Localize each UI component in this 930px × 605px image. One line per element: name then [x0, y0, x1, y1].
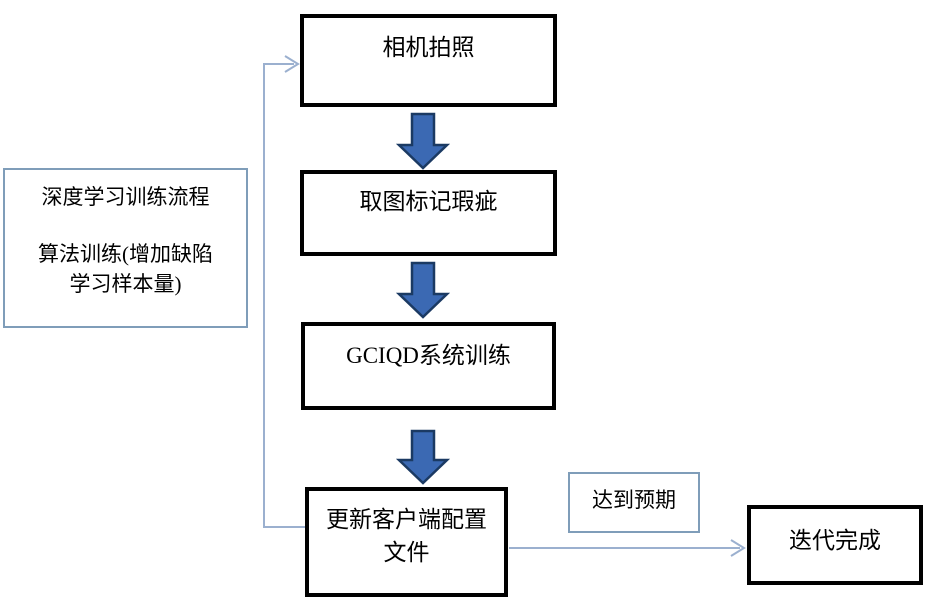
- note-line: 学习样本量): [69, 272, 182, 296]
- result-connector: [509, 539, 746, 557]
- node-label-line: 更新客户端配置: [326, 507, 487, 532]
- down-block-arrow-3: [395, 429, 451, 485]
- node-label: 相机拍照: [382, 35, 475, 60]
- arrowhead-icon: [730, 539, 746, 557]
- note-training-process: 深度学习训练流程 算法训练(增加缺陷 学习样本量): [3, 168, 248, 328]
- node-camera-capture: 相机拍照: [300, 14, 557, 107]
- arrowhead-icon: [284, 55, 300, 73]
- feedback-connector: [263, 55, 305, 528]
- node-label: 迭代完成: [789, 528, 881, 553]
- note-line: 深度学习训练流程: [41, 185, 210, 209]
- node-iteration-done: 迭代完成: [747, 505, 923, 585]
- node-update-config: 更新客户端配置 文件: [305, 487, 508, 597]
- node-label-line: 文件: [383, 540, 430, 565]
- node-label: 达到预期: [592, 488, 676, 512]
- label-expected-result: 达到预期: [568, 472, 700, 533]
- node-system-training: GCIQD系统训练: [301, 322, 556, 410]
- node-mark-defects: 取图标记瑕疵: [300, 170, 557, 256]
- node-label: GCIQD系统训练: [346, 343, 511, 368]
- note-line: 算法训练(增加缺陷: [38, 242, 213, 266]
- node-label: 取图标记瑕疵: [359, 189, 498, 214]
- down-block-arrow-1: [395, 112, 451, 170]
- down-block-arrow-2: [395, 261, 451, 319]
